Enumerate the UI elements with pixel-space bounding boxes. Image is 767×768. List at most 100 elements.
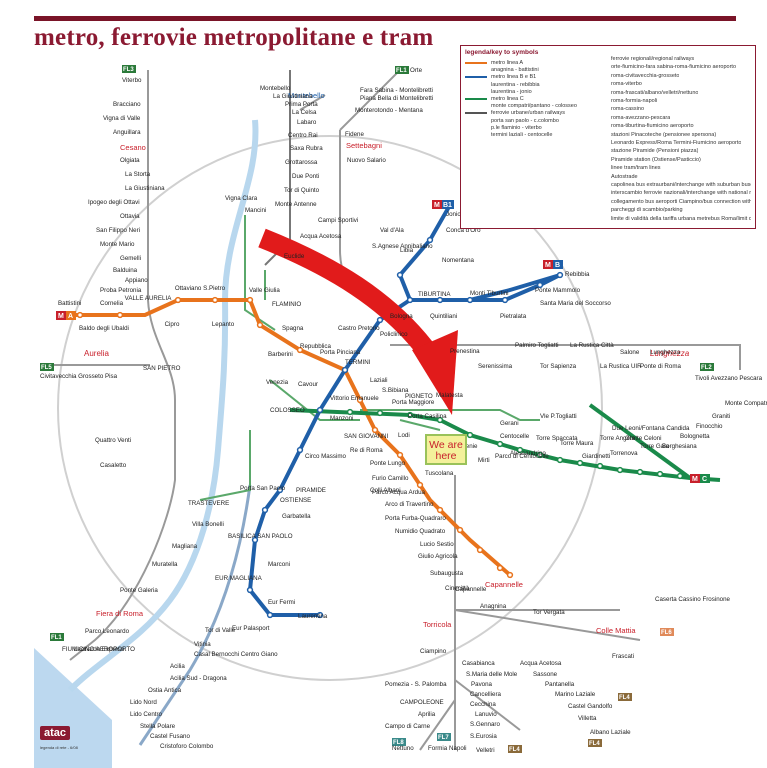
station-label: Ponte Mammolo xyxy=(535,287,581,294)
station-label: TRASTEVERE xyxy=(188,500,229,507)
station-label: S.Eurosia xyxy=(470,733,497,740)
station-label: Finocchio xyxy=(696,423,723,430)
station-dot xyxy=(436,506,444,514)
line-b-stations xyxy=(246,201,564,619)
station-label: Rebibbia xyxy=(565,271,590,278)
atac-logo: atac xyxy=(40,726,71,740)
legend-item: linee tram/tram lines xyxy=(611,165,661,172)
area-label-torricola: Torricola xyxy=(423,620,452,629)
station-label: Cinecittà xyxy=(445,585,470,592)
legend-item: limite di validità della tariffa urbana … xyxy=(611,215,751,222)
station-dot xyxy=(501,296,509,304)
svg-text:M: M xyxy=(545,262,551,269)
station-label: Orte xyxy=(410,67,423,74)
station-label: Castel Gandolfo xyxy=(568,703,613,710)
station-label: Vigna Clara xyxy=(225,195,258,202)
station-label: La Giustiniana xyxy=(273,93,313,100)
station-label: OSTIENSE xyxy=(280,497,311,504)
station-label: Pietralata xyxy=(500,313,527,320)
station-label: Cavour xyxy=(298,381,318,388)
station-label: Nomentana xyxy=(442,257,475,264)
legend-item: monte compatri/pantano - colosseo xyxy=(491,103,577,110)
station-label: Olgiata xyxy=(120,157,140,164)
station-label: Malatesta xyxy=(436,392,463,399)
station-dot xyxy=(506,571,514,579)
station-label: Mancini xyxy=(245,207,266,214)
station-dot xyxy=(536,281,544,289)
svg-text:C: C xyxy=(702,476,707,483)
station-dot xyxy=(261,506,269,514)
legend-line-swatch xyxy=(465,98,487,100)
station-label: Castel Fusano xyxy=(150,733,190,740)
legend-item: roma-frascati/albano/velletri/nettuno xyxy=(611,89,699,96)
metro-line-c-branch xyxy=(588,403,692,480)
station-label: Gemelli xyxy=(120,255,141,262)
station-label: Tor Sapienza xyxy=(540,363,577,370)
station-label: Arco di Travertino xyxy=(385,501,434,508)
station-label: SAN GIOVANNI xyxy=(344,433,389,440)
station-label: Valle Giulia xyxy=(249,287,280,294)
station-label: Albano Laziale xyxy=(590,729,631,736)
station-label: Manzoni xyxy=(330,415,353,422)
station-label: Grottarossa xyxy=(285,159,318,166)
station-dot xyxy=(516,446,524,454)
station-label: FLAMINIO xyxy=(272,301,301,308)
station-label: La Giustiniana xyxy=(125,185,165,192)
station-dot xyxy=(406,411,414,419)
station-label: Numidio Quadrato xyxy=(395,528,446,535)
station-label: Monte Mario xyxy=(100,241,135,248)
station-label: TERMINI xyxy=(345,359,371,366)
station-label: Torre Maura xyxy=(560,440,594,447)
station-label: Marconi xyxy=(268,561,290,568)
station-label: Villa Bonelli xyxy=(192,521,224,528)
station-label: Furio Camillo xyxy=(372,475,409,482)
station-label: Anagnina xyxy=(480,603,507,610)
metro-line-b xyxy=(247,273,561,617)
legend-item: termini laziali - centocelle xyxy=(491,132,553,138)
station-label: Eur Palasport xyxy=(232,625,270,632)
legend-item: anagnina - battistini xyxy=(491,67,539,74)
station-label: Val d'Ala xyxy=(380,227,404,234)
station-label: Porta Furba-Quadraro xyxy=(385,515,446,522)
station-label: Casabianca xyxy=(462,660,495,667)
station-label: Ponte Galeria xyxy=(120,587,158,594)
station-label: Graniti xyxy=(712,413,730,420)
station-dot xyxy=(406,296,414,304)
station-label: Lodi xyxy=(398,432,410,439)
svg-text:FL4: FL4 xyxy=(589,741,600,747)
station-label: Prenestina xyxy=(450,348,480,355)
station-dot xyxy=(636,468,644,476)
station-label: PIRAMIDE xyxy=(296,487,326,494)
station-label: Acilia xyxy=(170,663,185,670)
station-label: Ponte Lungo xyxy=(370,460,406,467)
station-label: Ciampino xyxy=(420,648,447,655)
area-label-cesano: Cesano xyxy=(120,143,146,152)
fl-badges: FL3 FL1 FL5 FL2 FL1 FL4 FL4 FL6 FL7 FL8 … xyxy=(40,65,714,753)
station-label: Porta San Paolo xyxy=(240,485,286,492)
legend-item: metro linea A xyxy=(491,60,524,66)
station-label: Pomezia - S. Palomba xyxy=(385,681,447,688)
station-label: Lunghezza xyxy=(650,349,681,356)
station-dot xyxy=(246,586,254,594)
legend-item: Autostrade xyxy=(611,173,638,180)
svg-text:FL2: FL2 xyxy=(701,365,712,371)
station-label: Pavona xyxy=(471,681,493,688)
station-label: Gerani xyxy=(500,420,519,427)
station-dot xyxy=(596,462,604,470)
station-label: Campo di Carne xyxy=(385,723,431,730)
svg-text:FL3: FL3 xyxy=(123,67,134,73)
station-dot xyxy=(576,459,584,467)
legend-item: p.le flaminio - viterbo xyxy=(491,124,542,131)
station-dot xyxy=(276,486,284,494)
station-label: La Storta xyxy=(125,171,151,178)
station-label: Capannelle xyxy=(455,586,487,593)
station-label: Mirti xyxy=(478,457,490,464)
station-label: Giulio Agricola xyxy=(418,553,458,560)
station-label: Aprilia xyxy=(418,711,436,718)
station-label: Vittorio Emanuele xyxy=(330,395,379,402)
svg-text:FL6: FL6 xyxy=(661,630,672,636)
river-tevere xyxy=(67,119,259,693)
svg-text:M: M xyxy=(58,313,64,320)
station-label: CAMPOLEONE xyxy=(400,699,444,706)
